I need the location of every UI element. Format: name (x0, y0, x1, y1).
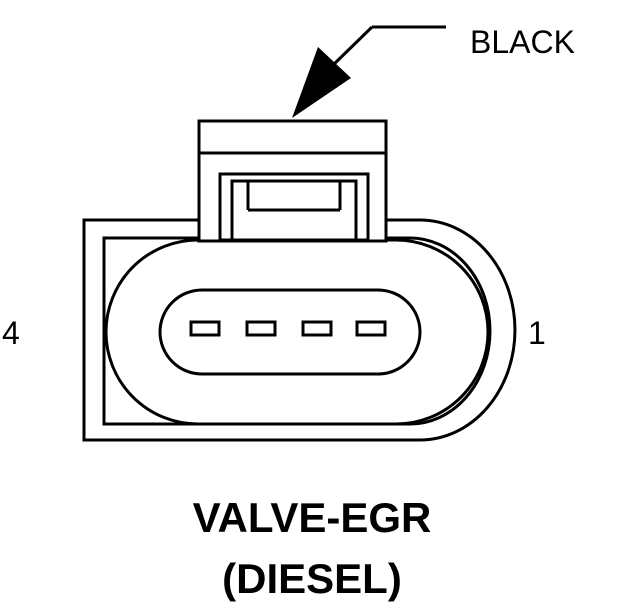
callout-label: BLACK (470, 24, 575, 60)
connector-housing (82, 218, 517, 442)
terminal-1 (355, 320, 387, 337)
connector-face-oval (104, 238, 490, 426)
terminal-3 (245, 320, 277, 337)
diagram-title: VALVE-EGR (192, 494, 432, 541)
pin-label-right: 1 (528, 315, 546, 351)
terminal-4 (189, 320, 221, 337)
terminals (189, 320, 387, 337)
callout-leader-diagonal (328, 25, 374, 70)
callout-arrowhead (292, 47, 351, 118)
diagram-subtitle: (DIESEL) (222, 555, 402, 602)
locking-tab (197, 119, 388, 243)
housing-outer-outline (82, 218, 517, 442)
callout-arrow (292, 25, 446, 118)
pin-label-left: 4 (2, 315, 20, 351)
housing-inner-outline (102, 236, 492, 426)
terminal-cavity (158, 288, 422, 376)
terminal-2 (301, 320, 333, 337)
locking-tab-top (197, 119, 388, 155)
